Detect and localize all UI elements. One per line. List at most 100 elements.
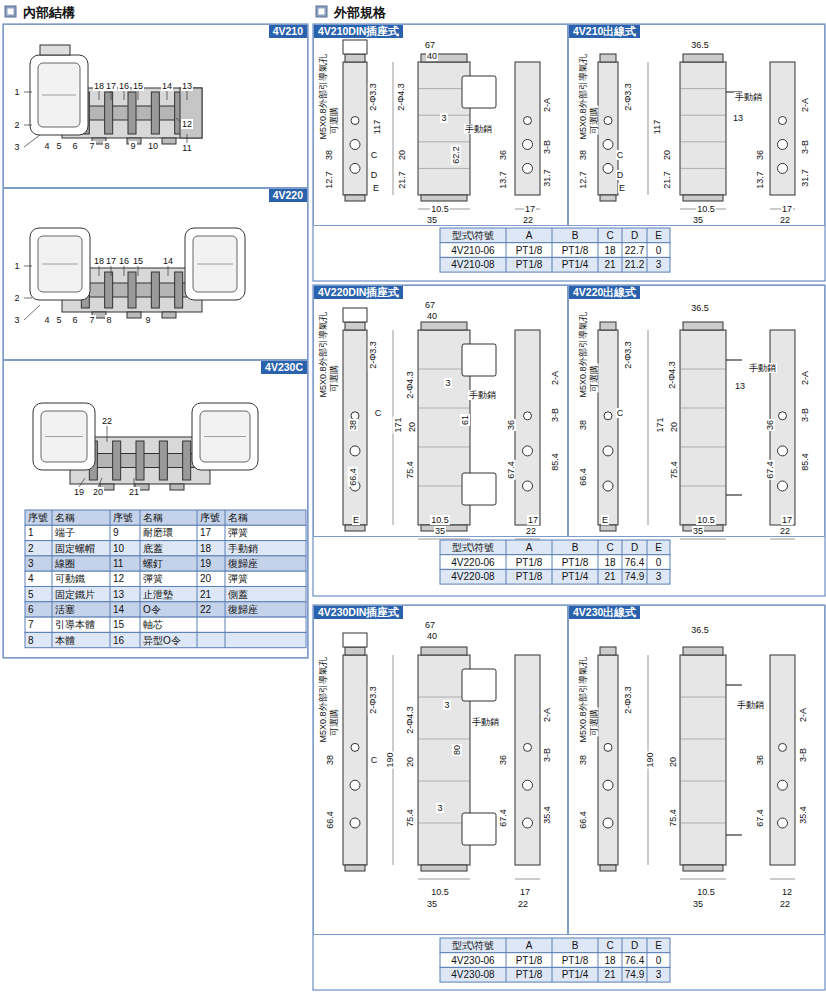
table-cell: 名稱 [143,512,163,523]
table-cell: 21 [604,969,615,980]
port-circle [604,412,612,420]
table-cell: O令 [143,604,161,615]
coil-winding [193,236,237,292]
table-cell: 13 [113,589,124,600]
dimension-line [204,436,246,437]
dimension-label: 66.4 [325,810,335,830]
din-plug [343,40,367,54]
din-connector [462,344,496,376]
dimension-label: 75.4 [405,460,415,480]
dimension-line [24,125,32,126]
table-cell: 線圈 [55,558,75,569]
dimension-label: 190 [645,751,655,768]
port-circle [351,117,359,125]
dimension-label: 22 [525,526,537,536]
dimension-label: 3 [436,803,443,813]
dimension-label: 190 [385,751,395,768]
end-cap [421,647,467,655]
dimension-line [418,168,470,169]
dimension-line [418,447,470,448]
dimension-label: 40 [426,51,438,61]
dimension-label: 20 [668,756,678,768]
port-circle [350,163,360,173]
side-view [598,655,618,865]
dimension-label: D [370,170,379,180]
dimension-line [506,938,507,982]
dimension-label: 20 [407,421,417,433]
dimension-line [515,879,540,880]
dimension-line [680,369,726,370]
panel-frame [313,285,825,596]
port-circle [778,780,788,790]
table-cell: 側蓋 [228,589,248,600]
table-cell: B [572,940,579,951]
coil-winding [200,411,250,462]
piston-seal [175,272,183,308]
table-cell: 彈簧 [143,573,163,584]
dimension-line [45,436,83,437]
table-row [440,569,670,584]
dimension-label: C [370,150,379,160]
port [127,312,141,318]
table-cell: 手動銷 [228,543,258,554]
dimension-label: 可選購 [328,106,338,135]
dimension-label: 35 [434,526,446,536]
dimension-label: 1 [13,261,20,271]
dimension-label: 3-B [542,139,552,155]
table-cell: PT1/4 [562,259,589,270]
dimension-line [770,539,795,540]
dimension-label: 13 [732,113,744,123]
dimension-line [124,266,125,276]
dimension-label: E [372,183,380,193]
dimension-label: 14 [161,81,173,91]
dimension-label: 36.5 [690,625,710,635]
table-row [25,587,306,602]
port-circle [778,446,788,456]
table-cell: PT1/8 [562,557,589,568]
dimension-label: 3-B [800,407,810,423]
front-view [680,330,726,525]
port-circle [779,743,787,751]
table-cell: 3 [28,558,34,569]
table-cell: 名稱 [228,512,248,523]
dimension-label: 171 [393,416,403,433]
rear-view [770,62,795,195]
dimension-label: 3-B [550,407,560,423]
dimension-line [99,266,100,276]
dimension-line [24,266,32,267]
dimension-label: 2-Φ3.3 [623,82,633,112]
spec-panel: 4V210 [3,24,308,188]
dimension-line [726,494,742,495]
coil-housing [33,403,95,470]
dimension-label: 2-Φ3.3 [368,340,378,370]
table-cell: 0 [656,955,662,966]
dimension-line [506,228,507,272]
dimension-label: 67.4 [765,460,775,480]
dimension-label: 67.4 [506,460,516,480]
dimension-label: 2-Φ3.3 [623,685,633,715]
dimension-line [680,539,726,540]
end-cap [683,54,723,62]
dimension-label: M5X0.8外部引導氣孔 [318,311,328,398]
table-cell: D [631,940,638,951]
dimension-label: E [601,515,609,525]
section-heading: 外部規格 [333,5,387,20]
dimension-line [197,510,198,648]
dimension-label: M5X0.8外部引導氣孔 [318,656,328,743]
dimension-line [418,781,470,782]
dimension-label: M5X0.8外部引導氣孔 [318,53,328,140]
dimension-line [680,879,726,880]
port-circle [524,743,532,751]
port-circle [524,117,532,125]
end-cap [345,195,365,201]
coil-winding [38,236,82,292]
table-row [25,602,306,617]
dimension-label: 2-A [550,370,560,386]
table-row [25,541,306,556]
dimension-line [680,141,726,142]
table-cell: C [606,940,613,951]
dimension-line [167,91,168,100]
table-cell: 21 [200,589,211,600]
side-view [343,330,367,525]
